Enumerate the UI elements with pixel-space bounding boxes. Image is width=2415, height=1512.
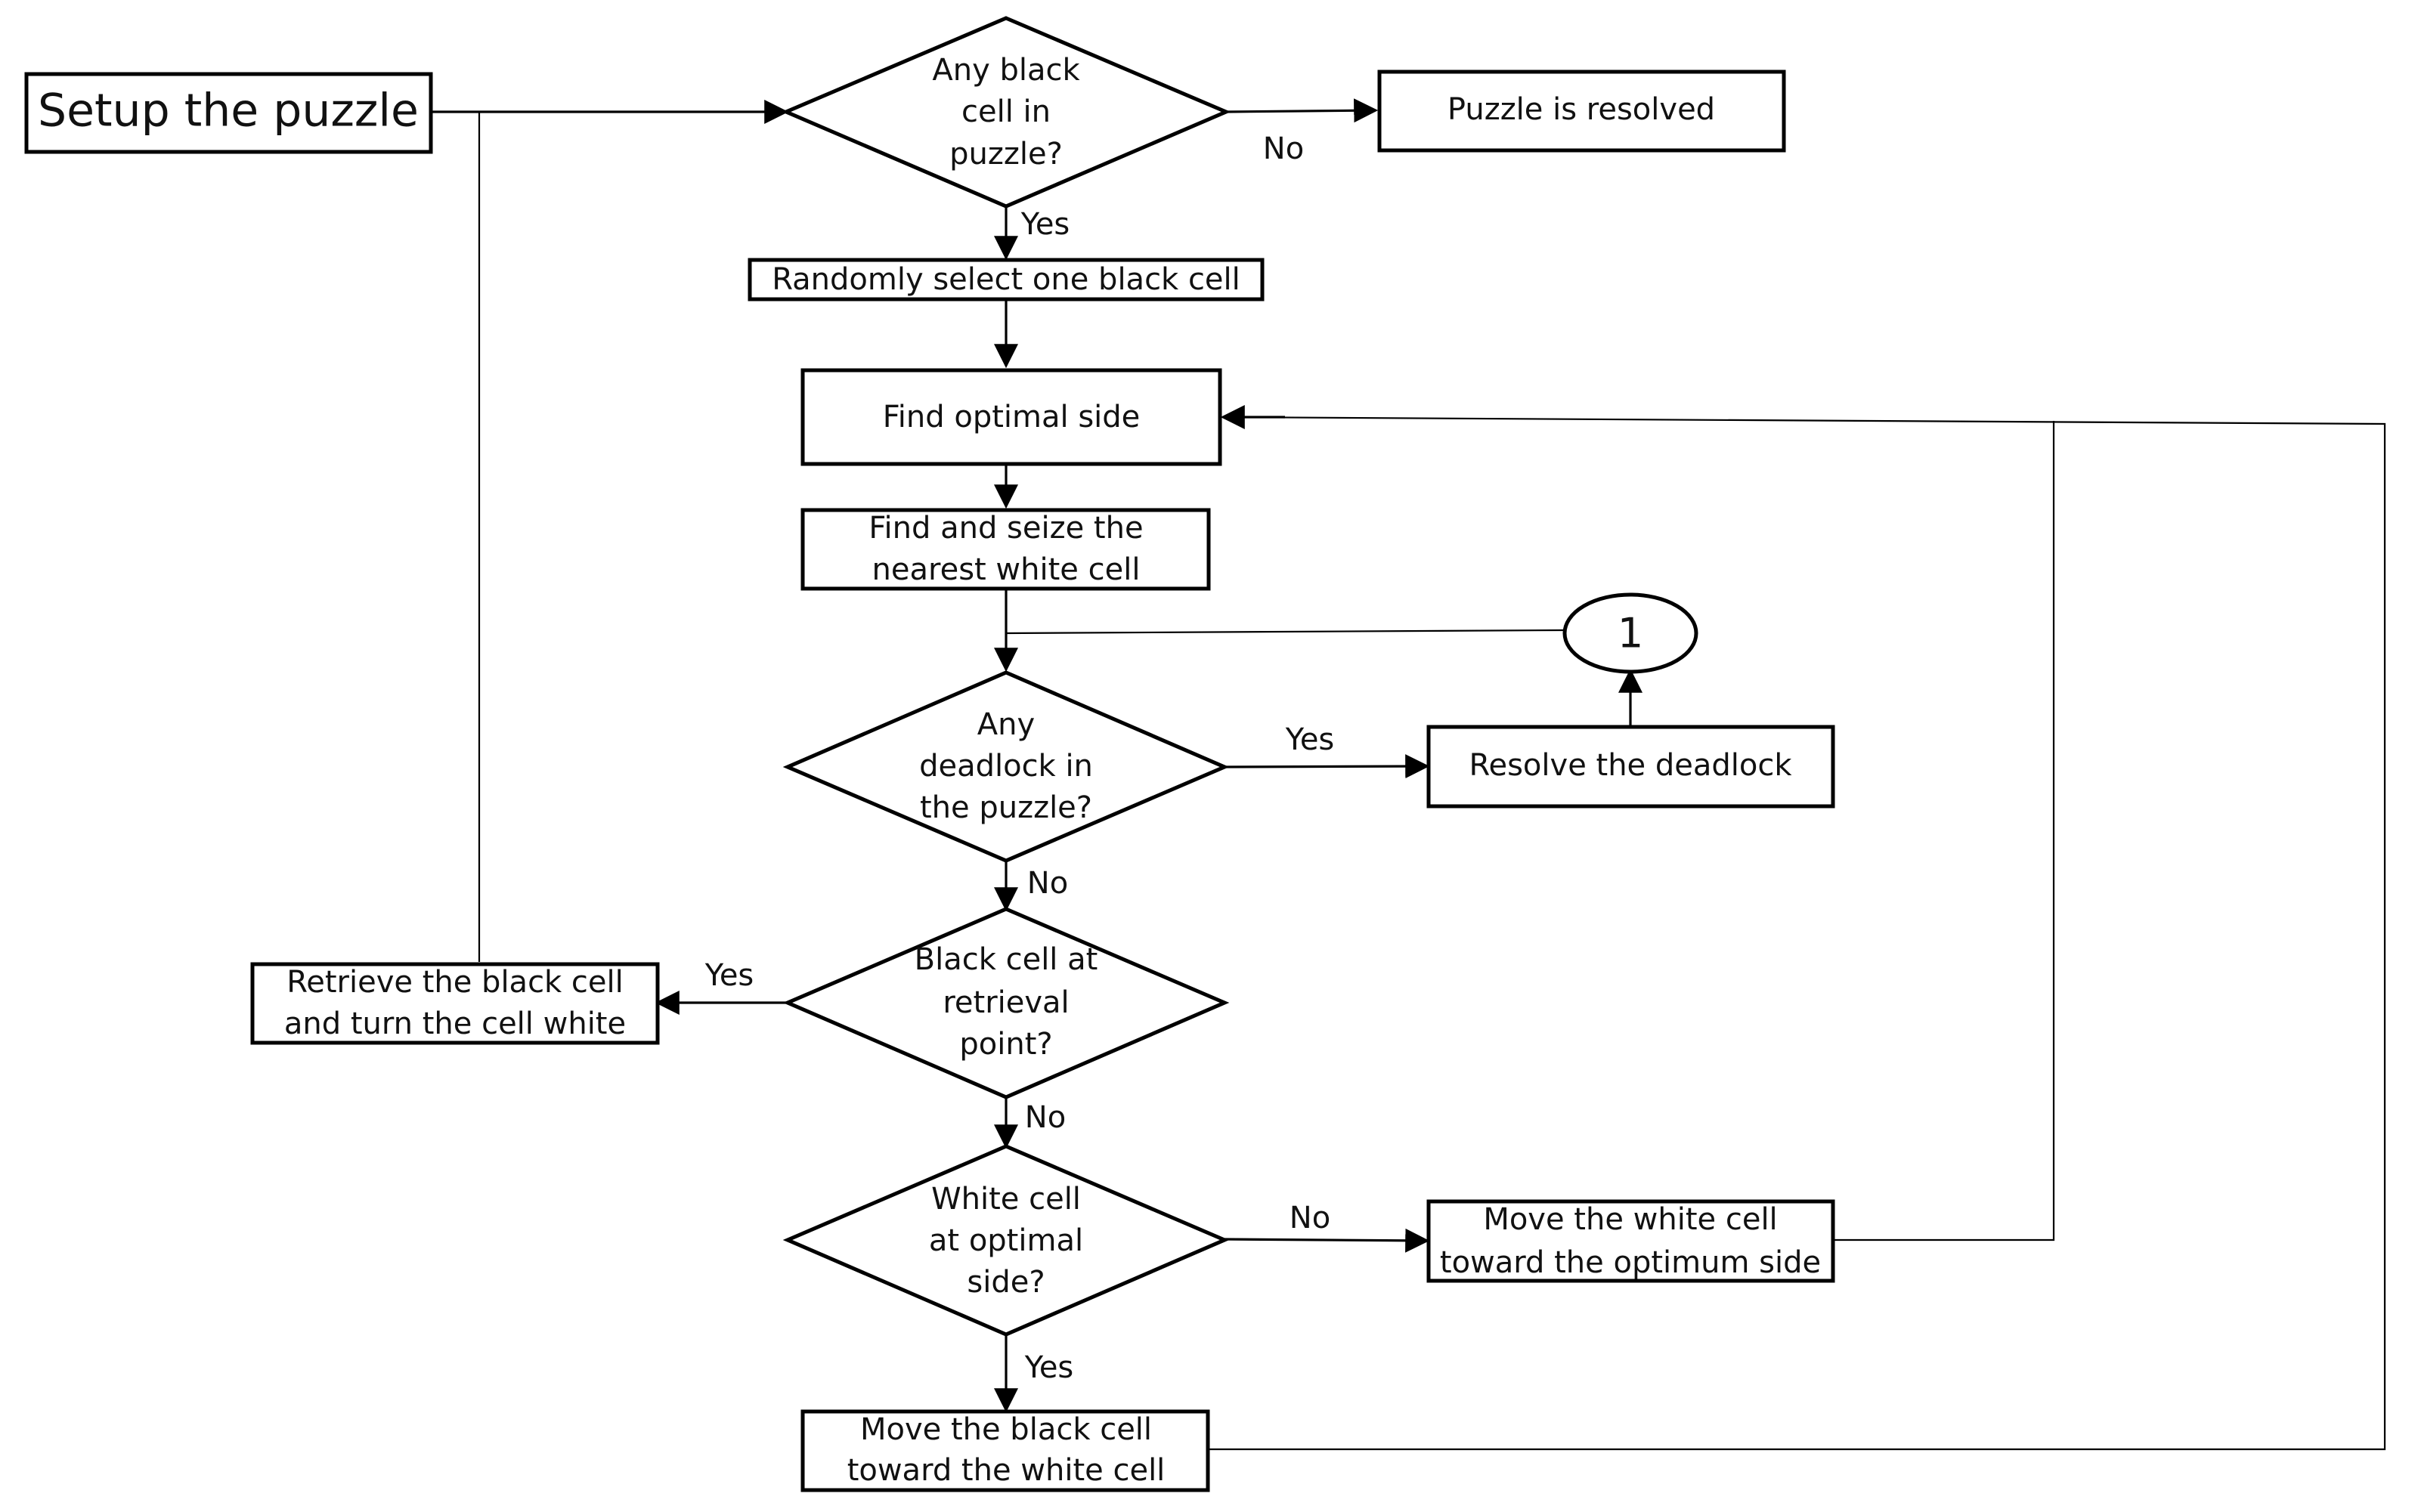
white-opt-line-3: side?	[967, 1265, 1045, 1300]
find-seize-line-2: nearest white cell	[872, 552, 1141, 587]
any-black-line-2: cell in	[961, 94, 1051, 129]
edge-move-white-to-find-optimal	[1832, 421, 2055, 1241]
resolve-deadlock-label: Resolve the deadlock	[1469, 748, 1792, 783]
move-white-line-1: Move the white cell	[1483, 1202, 1777, 1237]
retrieval-line-2: retrieval	[943, 985, 1069, 1020]
retrieval-line-1: Black cell at	[915, 942, 1098, 977]
node-move-white-cell: Move the white cell toward the optimum s…	[1426, 1199, 1835, 1283]
decision-black-cell-at-retrieval: Black cell at retrieval point?	[782, 907, 1230, 1099]
find-seize-line-1: Find and seize the	[868, 511, 1143, 546]
label-no-deadlock: No	[1027, 866, 1068, 901]
node-setup-the-puzzle: Setup the puzzle	[24, 72, 433, 154]
decision-any-deadlock: Any deadlock in the puzzle?	[782, 670, 1230, 863]
edge-connector-1-return	[1005, 629, 1565, 635]
label-yes-deadlock: Yes	[1285, 722, 1335, 757]
node-move-black-cell: Move the black cell toward the white cel…	[800, 1409, 1210, 1492]
label-no-retrieval: No	[1025, 1100, 1066, 1135]
find-optimal-label: Find optimal side	[883, 400, 1141, 434]
node-puzzle-is-resolved: Puzzle is resolved	[1377, 70, 1786, 153]
nodes: Setup the puzzle Any black cell in puzzl…	[24, 16, 1835, 1492]
node-randomly-select-black-cell: Randomly select one black cell	[748, 258, 1265, 301]
label-no-resolved: No	[1263, 131, 1304, 166]
white-opt-line-2: at optimal	[929, 1223, 1083, 1258]
deadlock-line-1: Any	[977, 707, 1035, 742]
edge-any-black-to-resolved	[1225, 98, 1379, 123]
connector-1-label: 1	[1618, 610, 1643, 657]
edge-white-optimal-to-move-white	[1224, 1228, 1430, 1253]
resolved-label: Puzzle is resolved	[1447, 92, 1715, 127]
retrieve-line-2: and turn the cell white	[284, 1006, 626, 1041]
node-find-optimal-side: Find optimal side	[800, 368, 1222, 466]
node-resolve-the-deadlock: Resolve the deadlock	[1426, 725, 1835, 809]
retrieve-line-1: Retrieve the black cell	[286, 965, 624, 1000]
random-select-label: Randomly select one black cell	[772, 262, 1240, 297]
decision-any-black-cell: Any black cell in puzzle?	[781, 16, 1231, 209]
move-black-line-2: toward the white cell	[847, 1453, 1166, 1488]
connector-circle-1: 1	[1562, 592, 1698, 674]
edge-labels: No Yes Yes No Yes No No Yes	[704, 131, 1335, 1385]
white-opt-line-1: White cell	[931, 1182, 1081, 1217]
label-yes-retrieve: Yes	[704, 958, 754, 993]
label-yes-select: Yes	[1020, 207, 1070, 242]
move-black-line-1: Move the black cell	[860, 1412, 1152, 1447]
deadlock-line-3: the puzzle?	[920, 790, 1092, 825]
edge-move-black-to-find-optimal	[1208, 416, 2386, 1451]
deadlock-line-2: deadlock in	[919, 749, 1093, 784]
connectors	[431, 98, 2386, 1451]
move-white-line-2: toward the optimum side	[1440, 1245, 1821, 1280]
any-black-line-3: puzzle?	[949, 137, 1063, 172]
retrieval-line-3: point?	[959, 1027, 1052, 1062]
node-find-and-seize-white-cell: Find and seize the nearest white cell	[800, 508, 1211, 591]
any-black-line-1: Any black	[932, 53, 1080, 88]
edge-deadlock-to-resolve	[1224, 754, 1430, 779]
node-retrieve-black-cell: Retrieve the black cell and turn the cel…	[250, 962, 660, 1045]
label-no-white: No	[1290, 1201, 1330, 1235]
setup-label: Setup the puzzle	[38, 85, 419, 138]
label-yes-white: Yes	[1024, 1350, 1074, 1385]
decision-white-cell-at-optimal-side: White cell at optimal side?	[782, 1144, 1230, 1337]
